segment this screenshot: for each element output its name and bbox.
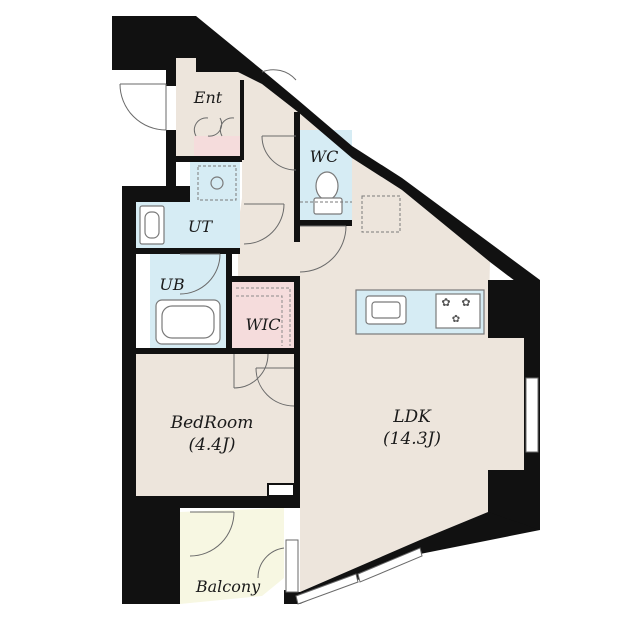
door-entrance-top	[261, 69, 297, 81]
kitchen-sink-bowl	[371, 301, 401, 319]
wall-bed-right	[294, 282, 300, 506]
wall-diagonal-top	[262, 70, 540, 300]
bedroom-floor	[134, 354, 294, 496]
wic-shelf	[236, 287, 291, 346]
windows	[285, 377, 539, 605]
label-entrance: Ent	[193, 88, 223, 107]
door-entrance	[119, 83, 167, 131]
wall-ent-left-lower	[166, 130, 176, 186]
wall-left-top	[122, 186, 190, 202]
label-bedroom-size: (4.4J)	[188, 435, 235, 455]
door-wc	[261, 135, 297, 171]
wall-ent-bottom	[176, 156, 242, 162]
shoe-cabinet	[194, 136, 240, 156]
wic-shelf-2	[236, 295, 283, 346]
drain-icon	[210, 176, 224, 190]
fixtures: ✿ ✿ ✿	[139, 117, 485, 497]
pillar	[267, 483, 295, 497]
label-balcony: Balcony	[195, 577, 261, 596]
burner-icon-2: ✿	[461, 296, 470, 309]
window-right	[525, 377, 539, 453]
doors	[119, 69, 347, 579]
door-balcony-side	[257, 547, 285, 579]
washing-machine-space	[197, 165, 237, 201]
door-ub	[179, 253, 221, 295]
bathtub-inner	[161, 305, 215, 339]
label-wc: WC	[310, 147, 339, 166]
shoe-shelf-arcs	[193, 117, 235, 137]
window-bottom-2	[357, 547, 423, 583]
wall-wc-bottom	[300, 220, 352, 226]
wall-ub-right	[226, 254, 232, 348]
walls	[112, 16, 540, 604]
door-bedroom	[233, 353, 269, 389]
kitchen-sink	[365, 295, 407, 325]
washbasin-bowl	[144, 211, 160, 239]
wall-top-left	[112, 16, 262, 84]
burner-icon-3: ✿	[452, 314, 460, 325]
label-bedroom: BedRoom	[170, 413, 254, 433]
toilet-bowl	[315, 171, 339, 201]
bathtub	[155, 299, 221, 345]
window-balcony	[285, 539, 299, 593]
wall-kitchen	[232, 276, 300, 282]
wall-balcony-left	[122, 508, 180, 604]
door-balcony	[189, 511, 235, 557]
door-bedroom-2	[255, 367, 295, 407]
burner-icon-1: ✿	[441, 296, 450, 309]
wall-corridor-left	[240, 80, 244, 160]
wall-ut-bottom	[136, 248, 240, 254]
wall-bed-bottom	[136, 496, 300, 508]
door-ut	[243, 203, 285, 245]
label-ldk-size: (14.3J)	[383, 429, 441, 449]
room-labels: Ent WC UT UB WIC BedRoom (4.4J) LDK (14.…	[159, 88, 441, 596]
label-ut: UT	[188, 217, 213, 236]
label-ldk: LDK	[392, 407, 432, 427]
wall-right-lower	[488, 470, 540, 530]
window-bottom	[295, 573, 359, 605]
wall-ent-left	[166, 58, 176, 86]
stove-top	[435, 293, 481, 329]
toilet-tank	[313, 197, 343, 215]
door-corridor	[299, 225, 347, 273]
wic-floor	[232, 282, 294, 350]
wall-wc-left	[294, 112, 300, 242]
wall-wic-bottom	[136, 348, 300, 354]
wall-left	[122, 186, 136, 516]
label-ub: UB	[159, 275, 184, 294]
balcony-floor	[180, 508, 284, 604]
fridge-space	[361, 195, 401, 233]
label-wic: WIC	[245, 315, 280, 334]
